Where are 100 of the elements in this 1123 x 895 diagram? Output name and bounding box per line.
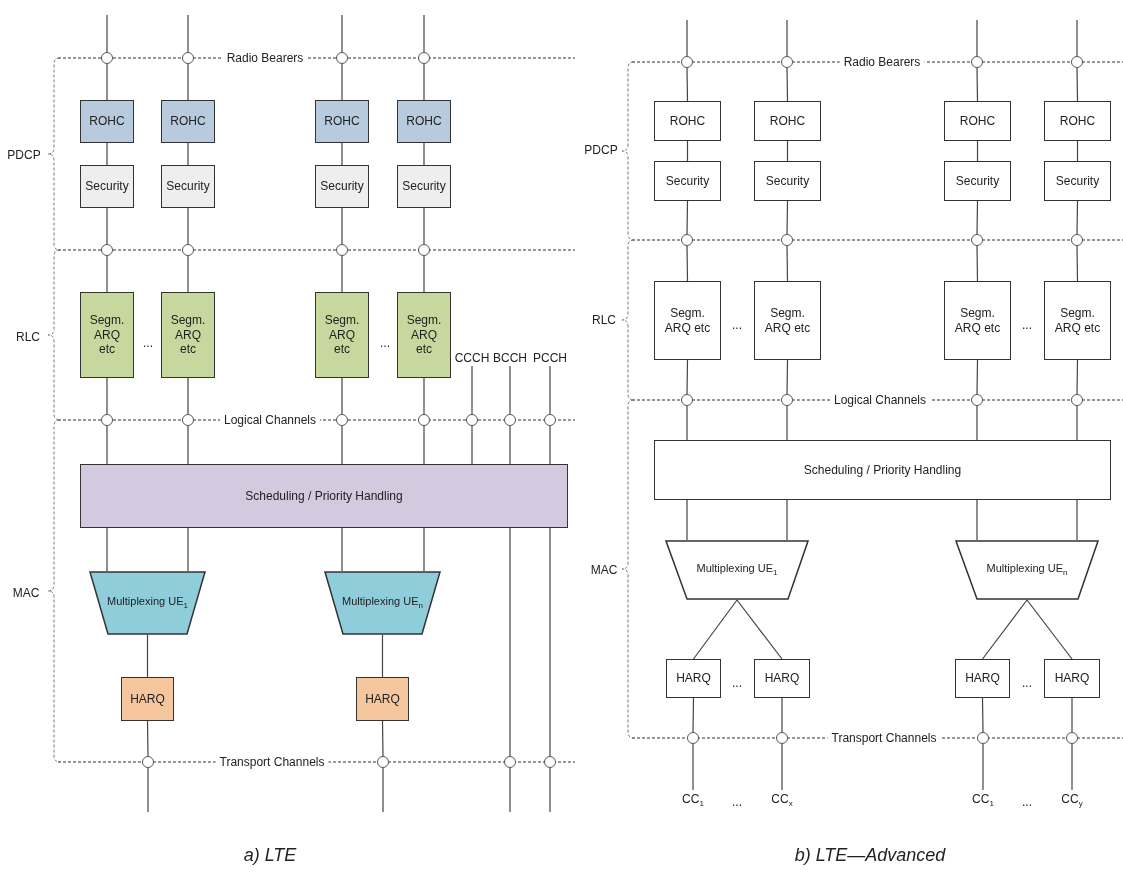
connector-line [341, 527, 343, 572]
connector-line [692, 599, 738, 660]
connector-line [981, 599, 1028, 660]
connector-line [423, 527, 425, 572]
connector-line [1071, 697, 1073, 733]
connector-line [686, 67, 689, 102]
connector-line [341, 377, 343, 415]
connector-line [341, 255, 343, 293]
connector-line [686, 359, 689, 395]
connector-line [686, 19, 688, 57]
connector-line [106, 142, 108, 166]
junction-circle [101, 414, 113, 426]
connector-line [381, 720, 384, 757]
connector-line [786, 245, 789, 282]
process-box: ROHC [1044, 101, 1111, 141]
process-box: Segm. ARQ etc [1044, 281, 1111, 360]
junction-circle [142, 756, 154, 768]
connector-line [736, 599, 783, 660]
process-box: ROHC [161, 100, 215, 143]
connector-line [976, 405, 978, 441]
connector-line [976, 499, 978, 541]
connector-line [382, 767, 384, 813]
connector-line [106, 377, 108, 415]
junction-circle [971, 234, 983, 246]
connector-line [786, 67, 789, 102]
process-box: Segm. ARQ etc [161, 292, 215, 378]
process-box: Segm. ARQ etc [397, 292, 451, 378]
connector-line [1076, 359, 1079, 395]
connector-line [982, 743, 984, 791]
process-box: Segm. ARQ etc [654, 281, 721, 360]
connector-line [686, 140, 689, 162]
connector-line [786, 200, 789, 235]
process-box: Segm. ARQ etc [754, 281, 821, 360]
connector-line [106, 527, 108, 572]
process-box: HARQ [1044, 659, 1100, 698]
connector-line [549, 767, 551, 813]
junction-circle [781, 234, 793, 246]
junction-circle [466, 414, 478, 426]
junction-circle [182, 414, 194, 426]
connector-line [1076, 405, 1078, 441]
process-box: Segm. ARQ etc [80, 292, 134, 378]
junction-circle [544, 414, 556, 426]
junction-circle [776, 732, 788, 744]
connector-line [781, 743, 783, 791]
connector-line [686, 499, 688, 541]
junction-circle [182, 244, 194, 256]
process-box: Security [161, 165, 215, 208]
process-box: ROHC [654, 101, 721, 141]
connector-line [423, 425, 425, 465]
process-box: HARQ [955, 659, 1010, 698]
process-box: HARQ [754, 659, 810, 698]
connector-line [146, 634, 149, 678]
connector-line [423, 63, 425, 101]
connector-line [781, 697, 783, 733]
junction-circle [781, 56, 793, 68]
connector-line [146, 720, 149, 757]
connector-line [187, 425, 189, 465]
channel-label: Radio Bearers [222, 51, 308, 65]
carrier-name: CC$_{x}$ [766, 790, 798, 810]
junction-circle [544, 756, 556, 768]
process-box: ROHC [754, 101, 821, 141]
junction-circle [681, 394, 693, 406]
junction-circle [182, 52, 194, 64]
connector-line [509, 527, 511, 757]
connector-line [786, 19, 788, 57]
junction-circle [1066, 732, 1078, 744]
junction-circle [681, 56, 693, 68]
connector-line [147, 767, 149, 813]
connector-line [509, 365, 511, 415]
connector-line [981, 697, 984, 733]
scheduler-bar: Scheduling / Priority Handling [80, 464, 568, 528]
process-box: Security [944, 161, 1011, 201]
connector-line [549, 425, 551, 465]
connector-line [423, 255, 425, 293]
process-box: HARQ [356, 677, 409, 721]
multiplexer-trapezoid: Multiplexing UE$_{n}$ [955, 540, 1099, 600]
junction-circle [101, 52, 113, 64]
connector-line [187, 255, 189, 293]
connector-line [686, 200, 689, 235]
connector-line [786, 405, 788, 441]
connector-line [976, 245, 979, 282]
channel-label: Transport Channels [827, 731, 941, 745]
junction-circle [418, 244, 430, 256]
channel-label: Logical Channels [829, 393, 931, 407]
connector-line [976, 19, 978, 57]
multiplexer-trapezoid: Multiplexing UE$_{n}$ [324, 571, 441, 635]
connector-line [106, 14, 108, 53]
connector-line [976, 359, 979, 395]
channel-label: Transport Channels [215, 755, 329, 769]
channel-label: Logical Channels [219, 413, 321, 427]
junction-circle [1071, 394, 1083, 406]
connector-line [1076, 140, 1079, 162]
junction-circle [681, 234, 693, 246]
process-box: Segm. ARQ etc [944, 281, 1011, 360]
junction-circle [504, 756, 516, 768]
process-box: Security [754, 161, 821, 201]
connector-line [692, 697, 695, 733]
connector-line [549, 365, 551, 415]
connector-line [509, 425, 511, 465]
connector-line [341, 425, 343, 465]
